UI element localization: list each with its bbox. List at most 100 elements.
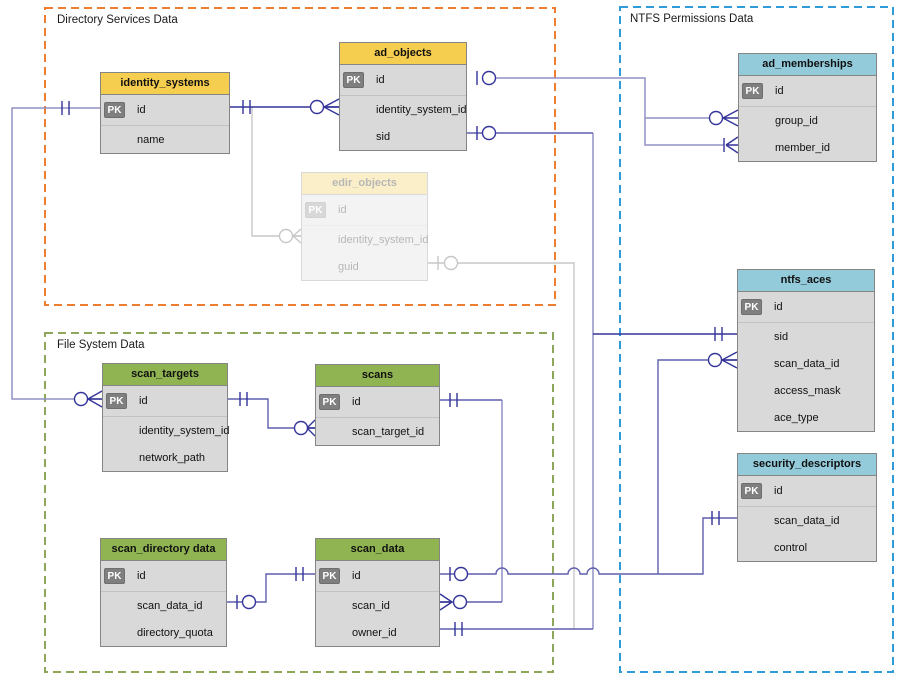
table-field-row: identity_system_id [103,417,230,444]
table-ad-memberships: ad_memberships PK id group_id member_id [738,53,877,162]
table-scan-targets: scan_targets PK id identity_system_id ne… [102,363,230,472]
table-title: ad_memberships [739,54,876,76]
table-field-row: scan_data_id [101,592,226,619]
table-title: scan_data [316,539,439,561]
directory-services-group-border [44,7,556,306]
table-field-row: PK id [101,561,226,592]
field-name: id [137,570,146,582]
pk-badge: PK [343,72,364,88]
field-name: scan_data_id [137,599,203,612]
group-borders [44,6,894,673]
table-field-row: guid [302,253,427,280]
field-name: access_mask [774,384,841,397]
table-edir-objects: edir_objects PK id identity_system_id gu… [301,172,429,281]
field-name: id [774,301,783,313]
table-field-row: PK id [340,65,466,96]
pk-badge: PK [741,299,762,315]
field-name: id [338,204,347,216]
table-field-row: sid [340,123,466,150]
table-title: ad_objects [340,43,466,65]
field-name: id [352,570,361,582]
field-name: id [139,395,148,407]
field-name: member_id [775,141,831,154]
file-system-group-label: File System Data [57,339,145,351]
table-scan-data: scan_data PK id scan_id owner_id [315,538,440,647]
table-field-row: name [101,126,229,153]
field-name: network_path [139,451,206,464]
table-title: scan_targets [103,364,227,386]
field-name: sid [774,330,789,343]
table-field-row: identity_system_id [340,96,467,123]
table-field-row: network_path [103,444,227,471]
field-name: identity_system_id [139,424,230,437]
table-field-row: PK id [739,76,876,107]
pk-badge: PK [104,102,125,118]
field-name: identity_system_id [376,103,467,116]
field-name: id [352,396,361,408]
field-name: owner_id [352,626,397,639]
field-name: identity_system_id [338,233,429,246]
file-system-group-border [44,332,554,673]
field-name: id [774,485,783,497]
faded-relationship-lines [251,107,575,629]
table-field-row: PK id [738,476,876,507]
table-security-descriptors: security_descriptors PK id scan_data_id … [737,453,877,562]
cardinality-symbols [61,70,739,636]
table-field-row: member_id [739,134,876,161]
pk-badge: PK [741,483,762,499]
table-field-row: PK id [302,195,427,226]
table-field-row: control [738,534,876,561]
table-field-row: PK id [103,386,227,417]
table-field-row: directory_quota [101,619,226,646]
table-field-row: identity_system_id [302,226,429,253]
table-field-row: ace_type [738,404,874,431]
table-ntfs-aces: ntfs_aces PK id sid scan_data_id access_… [737,269,875,432]
field-name: id [137,104,146,116]
table-field-row: PK id [101,95,229,126]
field-name: scan_data_id [774,514,840,527]
table-identity-systems: identity_systems PK id name [100,72,230,154]
field-name: guid [338,260,359,273]
field-name: scan_data_id [774,357,840,370]
table-field-row: scan_id [316,592,439,619]
table-title: security_descriptors [738,454,876,476]
table-ad-objects: ad_objects PK id identity_system_id sid [339,42,467,151]
field-name: scan_target_id [352,425,425,438]
pk-badge: PK [104,568,125,584]
pk-badge: PK [319,568,340,584]
table-title: scan_directory data [101,539,226,561]
pk-badge: PK [305,202,326,218]
field-name: directory_quota [137,626,213,639]
field-name: ace_type [774,411,819,424]
table-field-row: scan_data_id [738,507,876,534]
ntfs-permissions-group-label: NTFS Permissions Data [630,13,754,25]
table-field-row: PK id [316,387,439,418]
table-title: scans [316,365,439,387]
relationship-lines-light [11,77,724,629]
table-field-row: access_mask [738,377,874,404]
field-name: control [774,541,808,554]
table-scan-directory-data: scan_directory data PK id scan_data_id d… [100,538,227,647]
field-name: id [376,74,385,86]
table-field-row: scan_data_id [738,350,874,377]
table-field-row: PK id [738,292,874,323]
table-title: identity_systems [101,73,229,95]
pk-badge: PK [319,394,340,410]
field-name: id [775,85,784,97]
table-title: edir_objects [302,173,427,195]
table-title: ntfs_aces [738,270,874,292]
field-name: group_id [775,114,818,127]
field-name: scan_id [352,599,390,612]
table-scans: scans PK id scan_target_id [315,364,440,446]
table-field-row: sid [738,323,874,350]
field-name: name [137,133,165,146]
table-field-row: group_id [739,107,876,134]
directory-services-group-label: Directory Services Data [57,14,178,26]
field-name: sid [376,130,391,143]
pk-badge: PK [106,393,127,409]
pk-badge: PK [742,83,763,99]
table-field-row: PK id [316,561,439,592]
table-field-row: owner_id [316,619,439,646]
